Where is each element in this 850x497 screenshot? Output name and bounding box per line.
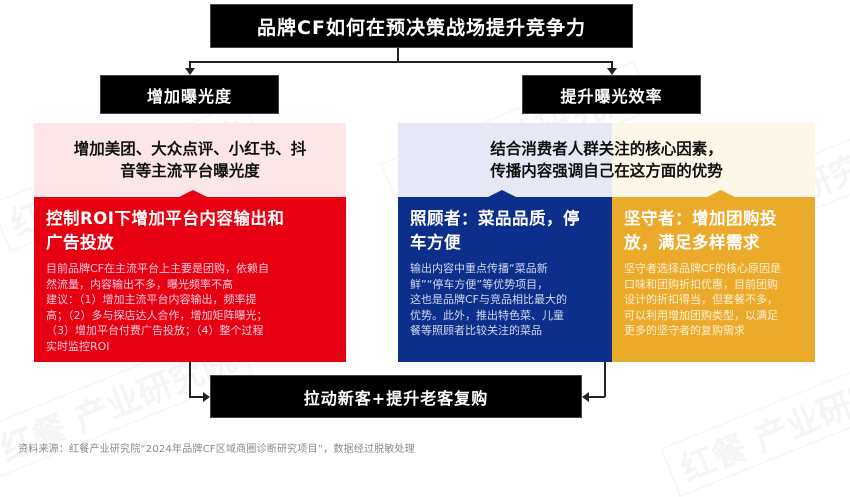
card-increase-content-output: 控制ROI下增加平台内容输出和 广告投放 目前品牌CF在主流平台上主要是团购，依…	[34, 190, 346, 362]
connector-line	[189, 362, 191, 397]
card-body: 目前品牌CF在主流平台上主要是团购，依赖自 然流量，内容输出不多，曝光频率不高 …	[46, 262, 270, 353]
left-summary-panel: 增加美团、大众点评、小红书、抖 音等主流平台曝光度	[34, 123, 346, 197]
watermark: 红餐 产业研究院	[660, 345, 850, 497]
branch-heading-left: 增加曝光度	[100, 75, 279, 114]
connector-line	[589, 396, 605, 398]
card-loyalists: 坚守者：增加团购投 放，满足多样需求 坚守者选择品牌CF的核心原因是 口味和团购…	[612, 190, 815, 362]
card-caregivers: 照顾者：菜品品质，停 车方便 输出内容中重点传播“菜品新 鲜”“停车方便”等优势…	[398, 190, 612, 362]
card-title: 坚守者：增加团购投 放，满足多样需求	[624, 209, 777, 252]
right-summary-bg-cream	[612, 123, 815, 197]
summary-line: 增加美团、大众点评、小红书、抖	[73, 140, 307, 158]
summary-line: 结合消费者人群关注的核心因素，	[490, 140, 723, 158]
connector-line	[397, 48, 399, 62]
notch	[707, 190, 735, 197]
summary-line: 音等主流平台曝光度	[120, 162, 260, 180]
notch	[488, 190, 516, 197]
notch	[179, 190, 207, 197]
arrow-left-icon	[582, 392, 589, 402]
arrow-right-icon	[203, 392, 210, 402]
card-title: 照顾者：菜品品质，停 车方便	[410, 209, 580, 252]
page-title: 品牌CF如何在预决策战场提升竞争力	[210, 4, 633, 48]
card-body: 坚守者选择品牌CF的核心原因是 口味和团购折扣优惠，目前团购 设计的折扣得当，但…	[624, 262, 782, 337]
arrow-down-icon	[607, 68, 617, 75]
branch-heading-right: 提升曝光效率	[522, 75, 701, 114]
source-note: 资料来源：红餐产业研究院“2024年品牌CF区域商圈诊断研究项目”，数据经过脱敏…	[18, 444, 415, 455]
connector-line	[611, 61, 613, 69]
connector-line	[189, 396, 204, 398]
right-summary-panel: 结合消费者人群关注的核心因素， 传播内容强调自己在这方面的优势	[398, 123, 815, 197]
connector-line	[604, 362, 606, 397]
outcome-box: 拉动新客+提升老客复购	[210, 375, 582, 418]
connector-line	[189, 61, 612, 63]
right-summary-bg-blue	[398, 123, 612, 197]
connector-line	[189, 61, 191, 69]
arrow-down-icon	[185, 68, 195, 75]
summary-line: 传播内容强调自己在这方面的优势	[490, 162, 723, 180]
card-title: 控制ROI下增加平台内容输出和 广告投放	[46, 209, 285, 252]
card-body: 输出内容中重点传播“菜品新 鲜”“停车方便”等优势项目， 这也是品牌CF与竞品相…	[410, 262, 568, 337]
